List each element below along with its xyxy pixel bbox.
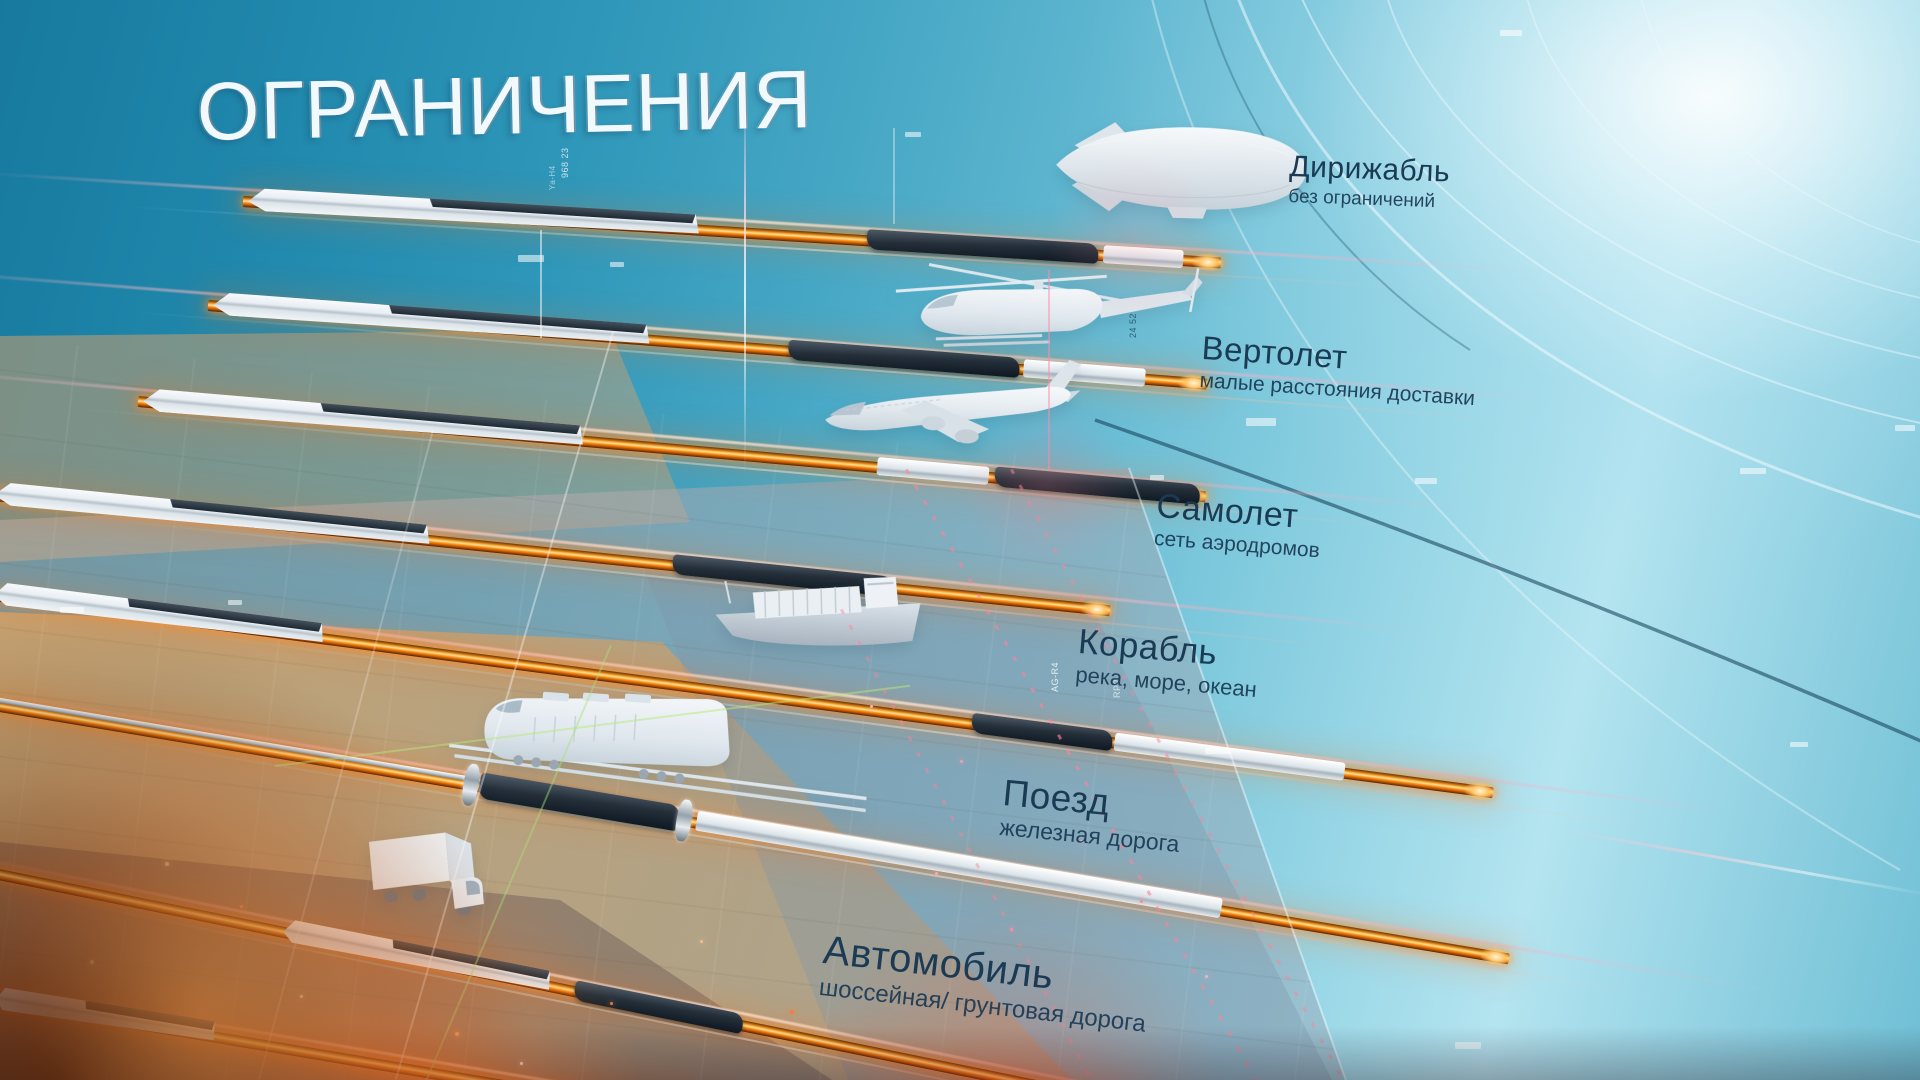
ship-icon bbox=[715, 576, 921, 646]
airship-icon bbox=[1056, 122, 1307, 219]
row-label-airplane: Самолет сеть аэродромов bbox=[1153, 487, 1323, 563]
row-label-airship: Дирижабль без ограничений bbox=[1288, 150, 1451, 212]
truck-icon bbox=[368, 832, 484, 916]
micro-label: Ya-H4 bbox=[548, 165, 557, 190]
micro-label: AG-R4 bbox=[1050, 661, 1060, 692]
page-title: ОГРАНИЧЕНИЯ bbox=[196, 54, 814, 158]
airship-label: Дирижабль bbox=[1288, 150, 1451, 189]
airplane-icon bbox=[825, 359, 1082, 444]
micro-label: 24 52 bbox=[1128, 312, 1138, 338]
